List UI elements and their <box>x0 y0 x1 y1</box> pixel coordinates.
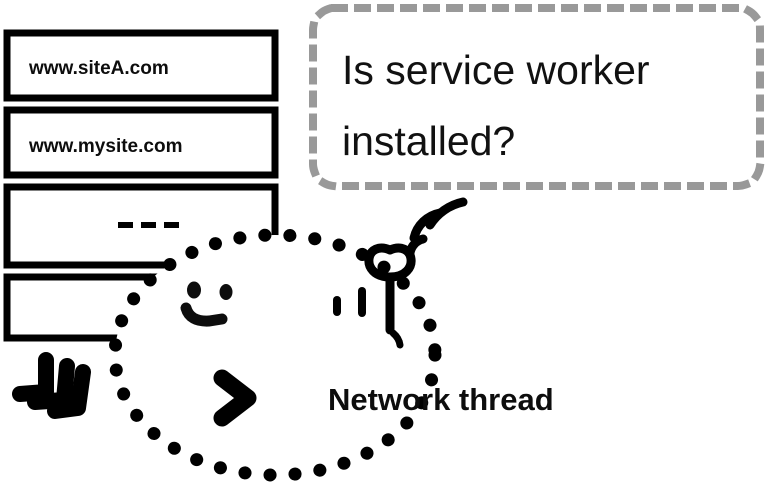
question-bubble[interactable]: Is service worker installed? <box>309 4 764 190</box>
network-thread-label: Network thread <box>328 382 554 417</box>
origin-row-2-label: www.mysite.com <box>28 136 182 157</box>
motion-chevrons-left <box>12 352 91 419</box>
origin-row-1-label: www.siteA.com <box>28 58 169 79</box>
right-eye-icon <box>219 284 233 300</box>
chevron-arrow-right <box>213 369 257 427</box>
origin-row-2[interactable] <box>3 106 279 179</box>
antenna-tail <box>389 329 404 349</box>
antenna-speed-lines <box>333 287 366 317</box>
character-face <box>180 281 233 327</box>
character-body-outline <box>108 228 442 482</box>
smile-icon <box>180 302 228 327</box>
antenna-loop <box>364 243 416 282</box>
wifi-arc-3 <box>425 197 468 230</box>
chevron-3 <box>47 364 91 419</box>
chevron-2 <box>27 358 75 410</box>
left-eye-icon <box>187 281 201 299</box>
wifi-antenna-icon <box>364 197 468 349</box>
question-bubble-line-1: Is service worker <box>342 47 650 93</box>
question-bubble-line-2: installed? <box>342 118 515 164</box>
question-bubble-border <box>309 4 764 190</box>
origin-ellipsis-dashes <box>118 222 179 228</box>
origin-row-1[interactable] <box>3 29 279 102</box>
chevron-1 <box>12 352 54 402</box>
wifi-arc-1 <box>405 234 428 258</box>
